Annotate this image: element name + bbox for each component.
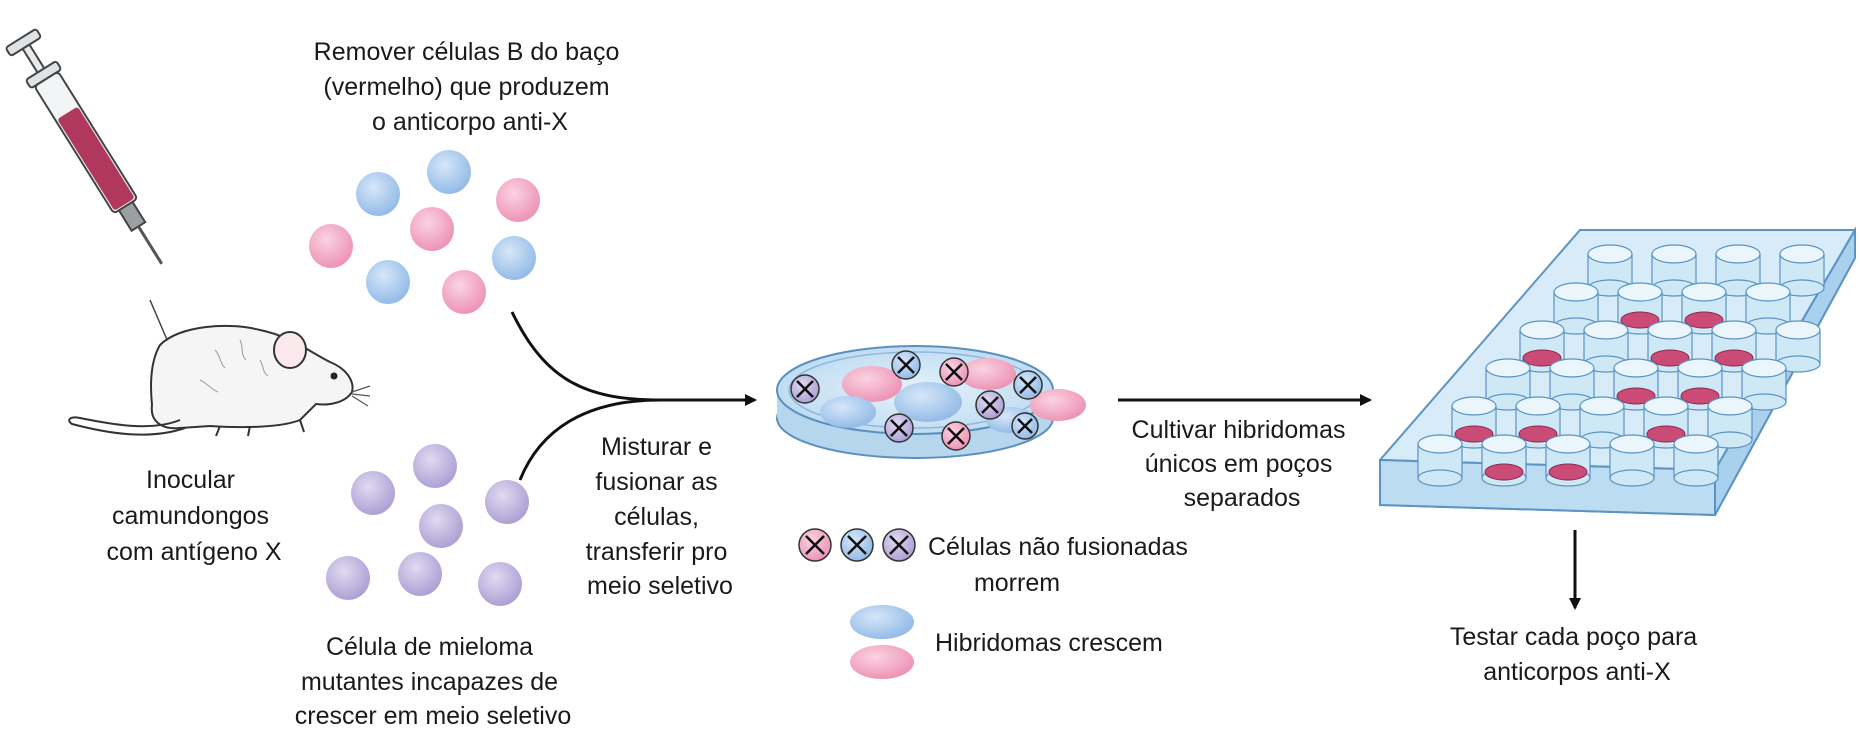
- legend-unfused: Células não fusionadas morrem: [798, 528, 1195, 597]
- myeloma-cell: [351, 471, 395, 515]
- well: [1745, 282, 1791, 335]
- hybridoma-pink: [960, 358, 1016, 390]
- well: [1715, 244, 1761, 297]
- unfused-cell-purple-icon: [882, 528, 916, 562]
- hybridoma-blue-icon: [850, 605, 914, 639]
- antibody-positive-well: [1684, 311, 1724, 329]
- hybridoma-blue: [894, 382, 962, 422]
- hybridoma-pink-icon: [850, 645, 914, 679]
- antibody-positive-well: [1518, 425, 1558, 443]
- hybridoma-blue: [820, 396, 876, 428]
- unfused-cell: [939, 357, 969, 387]
- well: [1417, 434, 1463, 487]
- well: [1677, 358, 1723, 411]
- antibody-positive-well: [1680, 387, 1720, 405]
- well: [1451, 396, 1497, 449]
- antibody-positive-well: [1548, 463, 1588, 481]
- inoculate-label: Inocular camundongos com antígeno X: [106, 466, 281, 566]
- well: [1545, 434, 1591, 487]
- b-cell-pink: [410, 207, 454, 251]
- unfused-cell: [941, 421, 971, 451]
- well: [1779, 244, 1825, 297]
- myeloma-cell: [478, 562, 522, 606]
- unfused-cell: [1011, 412, 1039, 440]
- legend-unfused-label: Células não fusionadas morrem: [928, 533, 1195, 597]
- myeloma-cell: [419, 504, 463, 548]
- antibody-positive-well: [1646, 425, 1686, 443]
- b-cell-pink: [442, 270, 486, 314]
- well: [1609, 434, 1655, 487]
- unfused-cell-pink-icon: [798, 528, 832, 562]
- unfused-cell: [1013, 370, 1043, 400]
- antibody-positive-well: [1650, 349, 1690, 367]
- well: [1775, 320, 1821, 373]
- well: [1587, 244, 1633, 297]
- antibody-positive-well: [1522, 349, 1562, 367]
- antibody-positive-well: [1454, 425, 1494, 443]
- petri-dish-icon: [776, 345, 1086, 459]
- legend-hybridomas-label: Hibridomas crescem: [935, 629, 1163, 657]
- b-cell-pink: [309, 224, 353, 268]
- antibody-positive-well: [1620, 311, 1660, 329]
- b-cell-pink: [496, 178, 540, 222]
- well: [1643, 396, 1689, 449]
- wells-grid: [1417, 244, 1825, 487]
- well-plate-icon: [1379, 226, 1856, 517]
- myeloma-cell: [326, 556, 370, 600]
- remove-b-cells-label: Remover células B do baço (vermelho) que…: [314, 38, 627, 136]
- myeloma-cell: [413, 444, 457, 488]
- well: [1681, 282, 1727, 335]
- well: [1549, 358, 1595, 411]
- well: [1711, 320, 1757, 373]
- myeloma-label: Célula de mieloma mutantes incapazes de …: [295, 633, 571, 730]
- hybridoma-pink: [842, 366, 902, 402]
- syringe-icon: [5, 28, 163, 265]
- unfused-cell: [975, 390, 1005, 420]
- b-cell-blue: [356, 172, 400, 216]
- well: [1481, 434, 1527, 487]
- well: [1651, 244, 1697, 297]
- well: [1741, 358, 1787, 411]
- b-cell-blue: [427, 150, 471, 194]
- merge-arrow: [510, 311, 757, 481]
- unfused-cell-blue-icon: [840, 528, 874, 562]
- unfused-cell: [790, 374, 820, 404]
- myeloma-cells: [326, 444, 529, 606]
- antibody-positive-well: [1616, 387, 1656, 405]
- well: [1519, 320, 1565, 373]
- well: [1673, 434, 1719, 487]
- antibody-positive-well: [1714, 349, 1754, 367]
- legend-hybridomas: Hibridomas crescem: [850, 605, 1163, 679]
- unfused-cell: [884, 413, 914, 443]
- hybridoma-pink: [1030, 389, 1086, 421]
- b-cell-blue: [492, 236, 536, 280]
- myeloma-cell: [485, 480, 529, 524]
- antibody-positive-well: [1484, 463, 1524, 481]
- mouse-icon: [68, 324, 371, 437]
- b-cell-blue: [366, 260, 410, 304]
- well: [1707, 396, 1753, 449]
- culture-label: Cultivar hibridomas únicos em poços sepa…: [1132, 416, 1353, 512]
- mix-fuse-label: Misturar e fusionar as células, transfer…: [586, 433, 735, 600]
- spleen-cells: [309, 150, 540, 314]
- myeloma-cell: [398, 552, 442, 596]
- unfused-cell: [891, 350, 921, 380]
- test-label: Testar cada poço para anticorpos anti-X: [1450, 623, 1704, 686]
